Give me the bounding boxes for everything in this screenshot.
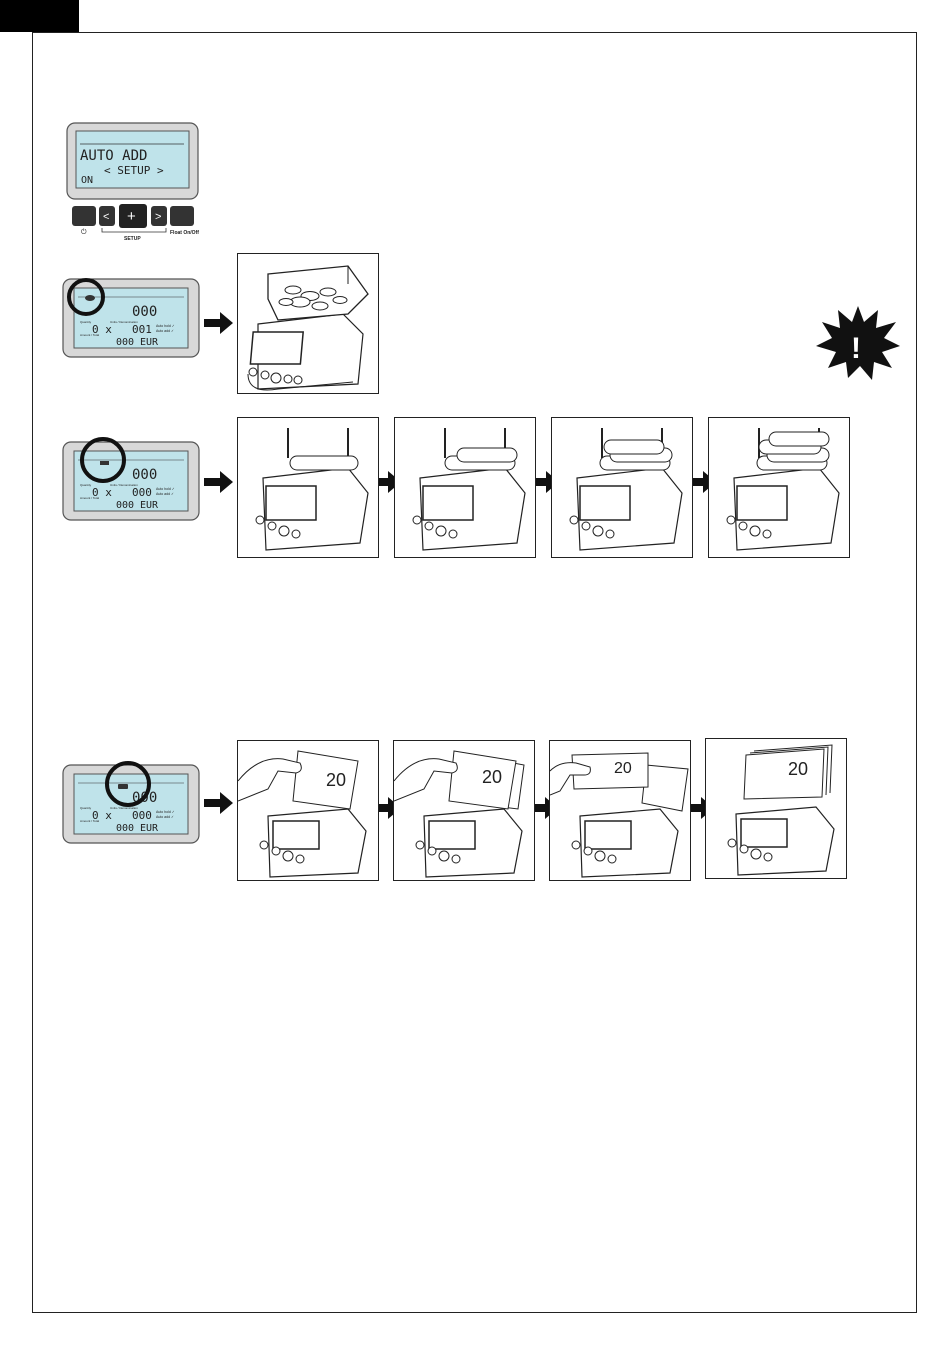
lcd-label-autohold: Auto hold ✓ [156,487,175,491]
lcd-digits-bottom: 000 [116,337,134,348]
coin-roll-illustration-1 [237,417,379,558]
setup-label: SETUP [124,236,141,242]
banknote-value: 20 [326,770,346,790]
lcd-label-autoadd: Auto add ✓ [156,815,174,819]
lcd-digits-bottom: 000 [116,500,134,511]
lcd-qty: 0 x [92,809,112,822]
setup-display-graphic: AUTO ADD < SETUP > ON < + > ⏻ SETUP Floa… [66,122,199,242]
lcd-currency: EUR [140,823,159,834]
lcd-label-amount: Amount / Total [80,496,99,500]
lcd-display-notes: 000 Quantity Units / Denomination 0 x 00… [62,761,202,846]
arrow-right-icon [204,312,233,334]
highlight-circle [67,278,105,316]
lcd-label-quantity: Quantity [80,320,92,324]
page-frame [32,32,917,1313]
float-label: Float On/Off [170,230,199,236]
lcd-label-amount: Amount / Total [80,819,99,823]
lcd-label-quantity: Quantity [80,483,92,487]
coin-roll-illustration-2 [394,417,536,558]
button-plus-label: + [127,208,136,225]
banknote-illustration-2: 20 [393,740,535,881]
setup-line-2: < SETUP > [104,164,164,177]
lcd-digits-mid: 001 [132,323,152,336]
lcd-label-autohold: Auto hold ✓ [156,810,175,814]
lcd-digits-mid: 000 [132,486,152,499]
power-icon: ⏻ [81,228,87,236]
button-left-label: < [103,211,109,223]
banknote-value: 20 [788,759,808,779]
lcd-label-units: Units / Denomination [110,483,138,487]
button-right-label: > [155,211,161,223]
setup-line-3: ON [81,175,93,186]
warning-mark: ! [851,332,861,365]
coin-roll-illustration-4 [708,417,850,558]
button-left[interactable] [99,206,115,226]
warning-starburst-icon: ! [816,306,900,380]
lcd-digits-bottom: 000 [116,823,134,834]
lcd-digits-top: 000 [132,467,157,483]
lcd-qty: 0 x [92,323,112,336]
lcd-label-units: Units / Denomination [110,806,138,810]
coin-roll-illustration-3 [551,417,693,558]
coin-tray-illustration [237,253,379,394]
setup-display-unit: AUTO ADD < SETUP > ON < + > ⏻ SETUP Floa… [66,122,200,242]
lcd-label-autoadd: Auto add ✓ [156,329,174,333]
banknote-illustration-1: 20 [237,740,379,881]
banknote-illustration-4: 20 [705,738,847,879]
arrow-right-icon [204,471,233,493]
banknote-value: 20 [614,760,632,777]
arrow-right-icon [204,792,233,814]
banknote-value: 20 [482,767,502,787]
lcd-label-autoadd: Auto add ✓ [156,492,174,496]
highlight-circle [80,437,126,483]
highlight-circle [105,761,151,807]
lcd-qty: 0 x [92,486,112,499]
button-power[interactable] [72,206,96,226]
lcd-label-units: Units / Denomination [110,320,138,324]
page-corner-tab [0,0,79,32]
setup-line-1: AUTO ADD [80,148,147,164]
setup-buttons: < + > [72,204,194,228]
lcd-display-rolls: 000 Quantity Units / Denomination 0 x 00… [62,437,202,523]
button-float[interactable] [170,206,194,226]
lcd-currency: EUR [140,337,159,348]
banknote-illustration-3: 20 [549,740,691,881]
lcd-digits-top: 000 [132,304,157,320]
lcd-label-amount: Amount / Total [80,333,99,337]
button-right[interactable] [151,206,167,226]
button-plus[interactable] [119,204,147,228]
lcd-display-coins: 000 Quantity Units / Denomination 0 x 00… [62,278,202,360]
lcd-label-autohold: Auto hold ✓ [156,324,175,328]
lcd-currency: EUR [140,500,159,511]
arrow-right-icon [372,471,401,493]
lcd-digits-mid: 000 [132,809,152,822]
lcd-label-quantity: Quantity [80,806,92,810]
